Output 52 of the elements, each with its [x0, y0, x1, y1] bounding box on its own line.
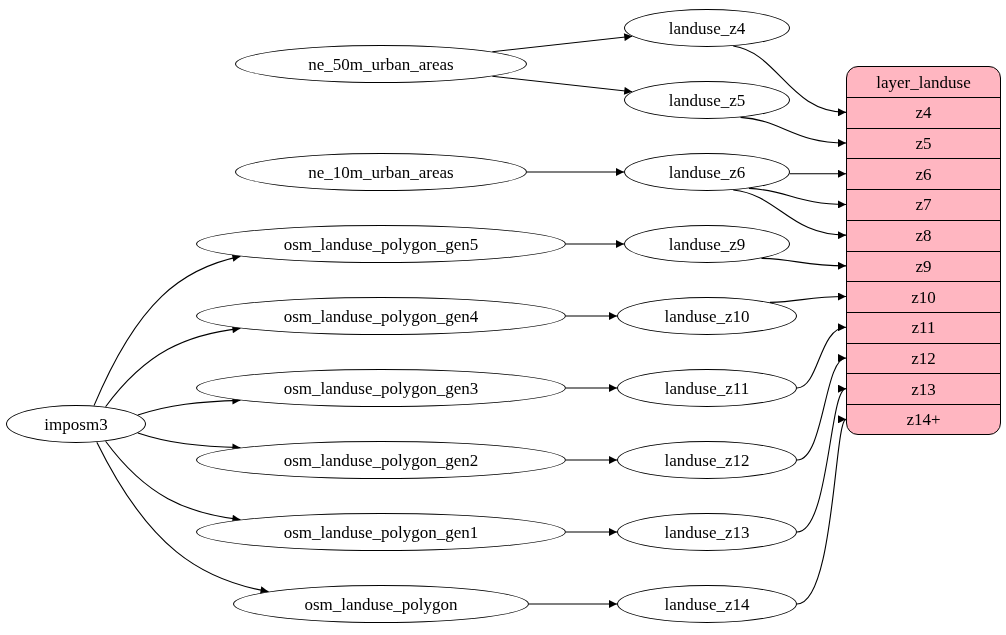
node-label: landuse_z6 [668, 163, 746, 181]
node-label: landuse_z14 [664, 595, 750, 613]
ellipse-node [624, 81, 790, 119]
node-label: layer_landuse [876, 74, 971, 91]
node-label: z7 [915, 196, 932, 214]
arrow [526, 168, 625, 176]
arrow [565, 528, 618, 536]
arrow [796, 418, 847, 605]
arrow [491, 75, 633, 95]
arrow [565, 384, 618, 392]
arrow [748, 187, 847, 209]
arrow [796, 357, 847, 461]
node-label: landuse_z9 [668, 235, 746, 253]
node-label: imposm3 [44, 415, 108, 433]
node-label: osm_landuse_polygon [304, 595, 458, 613]
arrow [565, 240, 625, 248]
node-label: z6 [915, 165, 932, 183]
arrow [796, 388, 847, 533]
node-label: z8 [915, 227, 932, 245]
node-label: landuse_z5 [668, 91, 746, 109]
node-label: ne_10m_urban_areas [308, 163, 454, 181]
arrow [528, 600, 618, 608]
arrow [565, 456, 618, 464]
node-label: z4 [915, 104, 932, 122]
arrow [796, 324, 847, 389]
node-label: z13 [911, 380, 936, 398]
arrow [760, 257, 847, 270]
node-label: z12 [911, 349, 936, 367]
node-label: landuse_z10 [664, 307, 750, 325]
node-label: z9 [915, 257, 932, 275]
node-label: ne_50m_urban_areas [308, 55, 454, 73]
arrow [491, 33, 633, 53]
node-label: landuse_z12 [664, 451, 750, 469]
record-table [846, 66, 1001, 435]
node-label: osm_landuse_polygon_gen3 [283, 379, 479, 397]
ellipse-node [6, 405, 146, 443]
node-label: osm_landuse_polygon_gen4 [283, 307, 479, 325]
node-label: z11 [911, 319, 936, 337]
arrow [96, 441, 270, 594]
node-label: osm_landuse_polygon_gen5 [283, 235, 479, 253]
node-label: z5 [915, 135, 932, 153]
node-label: z10 [911, 288, 936, 306]
node-label: osm_landuse_polygon_gen1 [283, 523, 479, 541]
node-label: landuse_z4 [668, 19, 746, 37]
arrow [93, 254, 241, 407]
arrow [789, 169, 847, 178]
arrow [565, 312, 618, 320]
node-label: landuse_z11 [664, 379, 750, 397]
node-label: osm_landuse_polygon_gen2 [283, 451, 479, 469]
node-label: landuse_z13 [664, 523, 750, 541]
node-label: z14+ [906, 411, 941, 429]
ellipse-node [624, 9, 790, 47]
